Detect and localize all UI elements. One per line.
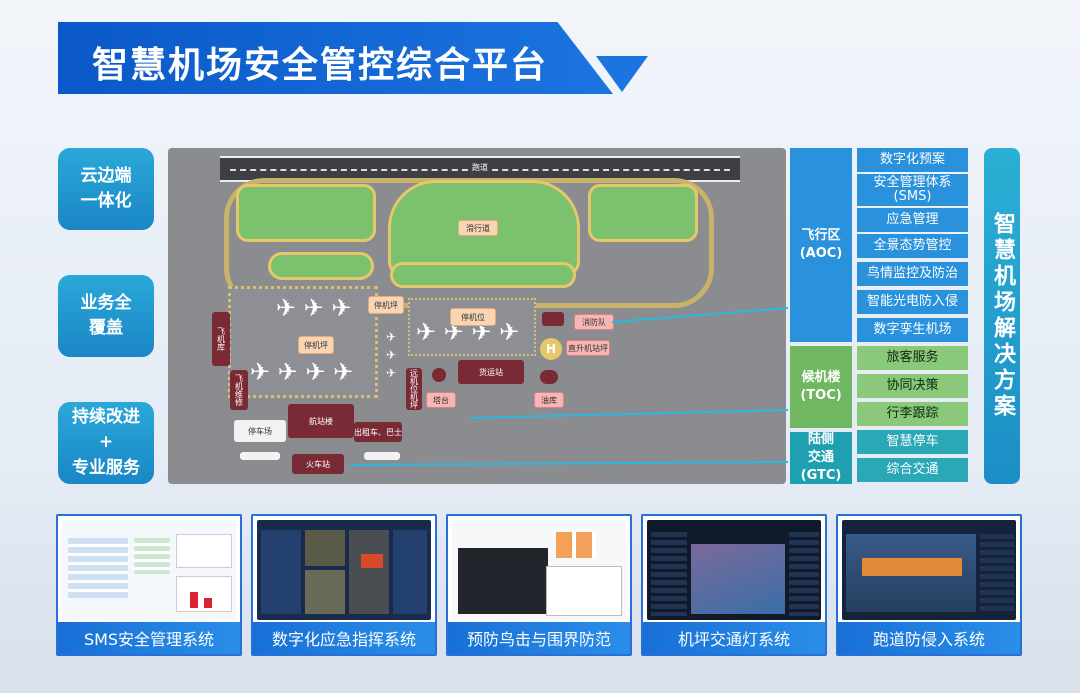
runway-incursion-screenshot	[842, 520, 1016, 620]
aoc-item: 数字孪生机场	[857, 318, 968, 342]
aoc-item: 数字化预案	[857, 148, 968, 172]
toc-item: 协同决策	[857, 374, 968, 398]
apron-light-screenshot	[647, 520, 821, 620]
bird-strike-screenshot	[452, 520, 626, 620]
feature-continuous-improvement: 持续改进 + 专业服务	[58, 402, 154, 484]
grass-area	[390, 262, 576, 288]
terminal-label: 航站楼	[288, 404, 354, 438]
system-caption: 数字化应急指挥系统	[253, 622, 435, 654]
freight-station-label: 货运站	[458, 360, 524, 384]
gtc-item: 综合交通	[857, 458, 968, 482]
solution-banner: 智慧机场解决方案	[984, 148, 1020, 484]
toc-item: 行李跟踪	[857, 402, 968, 426]
system-card-runway-incursion[interactable]: 跑道防侵入系统	[836, 514, 1022, 656]
fire-station-label: 消防队	[574, 314, 614, 330]
grass-area	[268, 252, 374, 280]
heliport-icon: H	[540, 338, 562, 360]
system-card-emergency[interactable]: 数字化应急指挥系统	[251, 514, 437, 656]
parking-label: 停车场	[234, 420, 286, 442]
page-title: 智慧机场安全管控综合平台	[92, 45, 549, 86]
fuel-depot-icon	[540, 370, 558, 384]
hangar-label: 飞机库	[212, 312, 230, 366]
tower-icon	[432, 368, 446, 382]
zone-toc: 候机楼 (TOC)	[790, 346, 852, 428]
heliport-label: 直升机站坪	[566, 340, 610, 356]
grass-area	[588, 184, 698, 242]
train-station-label: 火车站	[292, 454, 344, 474]
aoc-item: 应急管理	[857, 208, 968, 232]
airplane-icon: ✈✈✈	[386, 330, 397, 380]
aoc-item: 鸟情监控及防治	[857, 262, 968, 286]
toc-item: 旅客服务	[857, 346, 968, 370]
emergency-screenshot	[257, 520, 431, 620]
system-caption: SMS安全管理系统	[58, 622, 240, 654]
airplane-icon: ✈ ✈ ✈	[276, 294, 352, 322]
title-arrow-decoration	[596, 56, 648, 92]
airplane-icon: ✈ ✈ ✈ ✈	[250, 358, 354, 386]
stand-area	[408, 298, 536, 356]
apron-label: 停机坪	[298, 336, 334, 354]
road-marker	[240, 452, 280, 460]
system-caption: 跑道防侵入系统	[838, 622, 1020, 654]
taxi-bus-label: 出租车、巴士	[354, 422, 402, 442]
apron-label: 停机坪	[368, 296, 404, 314]
aoc-item: 全景态势管控	[857, 234, 968, 258]
aoc-item: 智能光电防入侵	[857, 290, 968, 314]
fire-station-building	[542, 312, 564, 326]
airport-layout-map: 跑道 滑行道 ✈ ✈ ✈ ✈ ✈ ✈ ✈ 停机坪 停机坪 ✈ ✈ ✈ ✈ 停机位…	[168, 148, 786, 484]
grass-area	[236, 184, 376, 242]
road-marker	[364, 452, 400, 460]
zone-aoc: 飞行区 (AOC)	[790, 148, 852, 342]
runway-label: 跑道	[470, 162, 490, 173]
stand-label: 停机位	[450, 308, 496, 326]
title-banner	[58, 22, 613, 94]
aoc-item: 安全管理体系 (SMS)	[857, 174, 968, 206]
maintenance-label: 飞机维修	[230, 370, 248, 410]
system-card-sms[interactable]: SMS安全管理系统	[56, 514, 242, 656]
fuel-depot-label: 油库	[534, 392, 564, 408]
remote-stand-label: 远机位机坪	[406, 368, 422, 410]
system-caption: 机坪交通灯系统	[643, 622, 825, 654]
feature-full-coverage: 业务全 覆盖	[58, 275, 154, 357]
system-card-bird-strike[interactable]: 预防鸟击与围界防范	[446, 514, 632, 656]
sms-screenshot	[62, 520, 236, 620]
runway: 跑道	[220, 156, 740, 182]
system-card-apron-light[interactable]: 机坪交通灯系统	[641, 514, 827, 656]
feature-cloud-edge: 云边端 一体化	[58, 148, 154, 230]
gtc-item: 智慧停车	[857, 430, 968, 454]
tower-label: 塔台	[426, 392, 456, 408]
taxiway-label: 滑行道	[458, 220, 498, 236]
zone-gtc: 陆侧 交通 (GTC)	[790, 432, 852, 484]
system-caption: 预防鸟击与围界防范	[448, 622, 630, 654]
